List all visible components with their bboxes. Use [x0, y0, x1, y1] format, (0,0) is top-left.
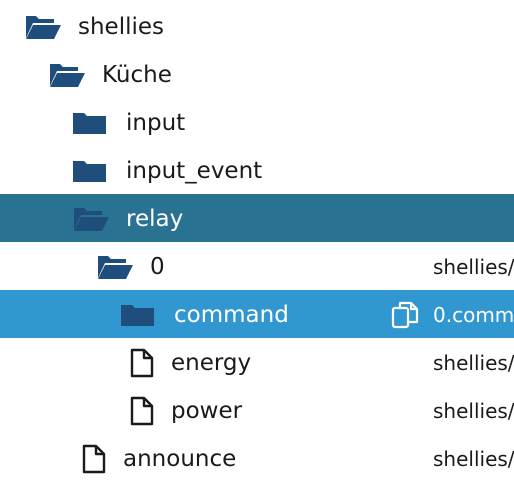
file-icon[interactable]: [80, 444, 108, 474]
tree-row-energy[interactable]: energy shellies/: [0, 338, 514, 386]
folder-icon[interactable]: [72, 158, 108, 184]
tree-value: shellies/: [433, 399, 514, 423]
tree-label: relay: [126, 206, 184, 232]
tree-label: shellies: [78, 14, 165, 40]
folder-open-icon[interactable]: [48, 62, 85, 88]
tree-value: 0.comma: [433, 303, 514, 327]
tree-row-input[interactable]: input: [0, 98, 514, 146]
folder-open-icon[interactable]: [72, 206, 109, 232]
tree-label: input_event: [126, 158, 263, 184]
object-tree: shellies Küche input input_event relay 0: [0, 2, 514, 474]
file-icon[interactable]: [128, 348, 156, 378]
tree-row-0[interactable]: 0 shellies/: [0, 242, 514, 290]
tree-row-power[interactable]: power shellies/: [0, 386, 514, 434]
tree-value: shellies/: [433, 255, 514, 279]
tree-value: shellies/: [433, 447, 514, 471]
tree-label: input: [126, 110, 186, 136]
tree-row-shellies[interactable]: shellies: [0, 2, 514, 50]
tree-row-kueche[interactable]: Küche: [0, 50, 514, 98]
folder-icon[interactable]: [120, 302, 156, 328]
tree-row-input-event[interactable]: input_event: [0, 146, 514, 194]
tree-value: shellies/: [433, 351, 514, 375]
tree-label: command: [174, 302, 289, 328]
tree-label: energy: [171, 350, 252, 376]
tree-label: power: [171, 398, 243, 424]
folder-open-icon[interactable]: [96, 254, 133, 280]
tree-label: 0: [150, 254, 165, 280]
folder-icon[interactable]: [72, 110, 108, 136]
tree-row-announce[interactable]: announce shellies/: [0, 434, 514, 474]
tree-row-relay[interactable]: relay: [0, 194, 514, 242]
copy-icon[interactable]: [390, 300, 420, 330]
folder-open-icon[interactable]: [24, 14, 61, 40]
file-icon[interactable]: [128, 396, 156, 426]
tree-label: Küche: [102, 62, 172, 88]
tree-row-command[interactable]: command 0.comma: [0, 290, 514, 338]
tree-label: announce: [123, 446, 237, 472]
